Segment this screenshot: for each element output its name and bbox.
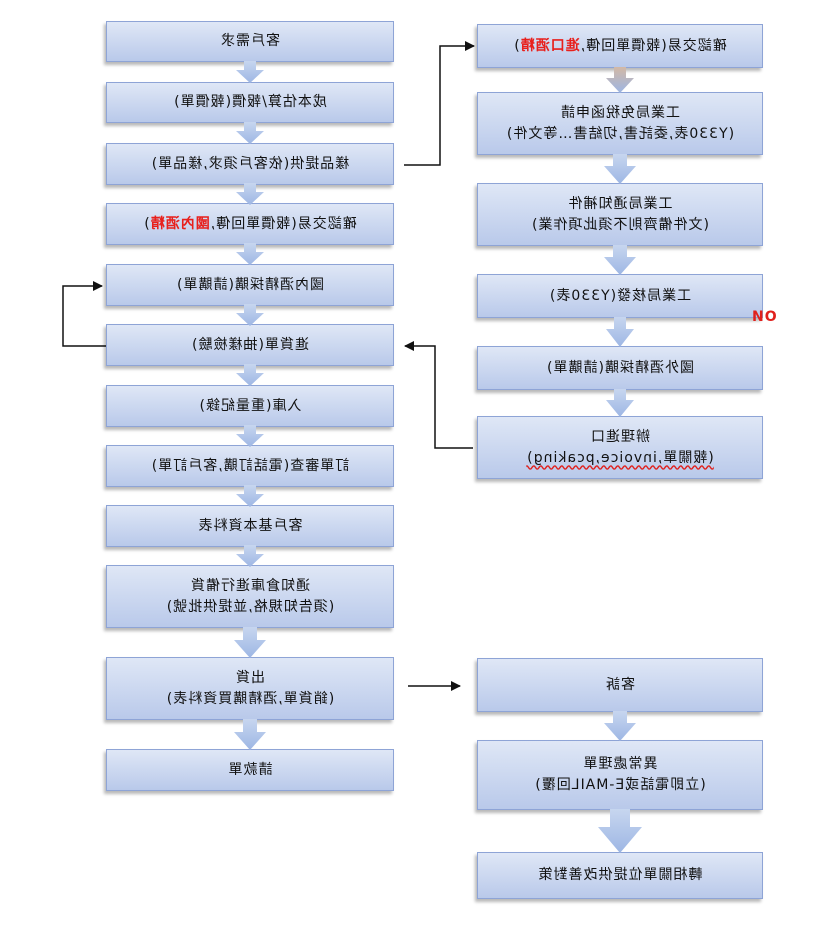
- down-arrow-icon: [606, 67, 634, 93]
- connector-no-loop: [62, 281, 107, 347]
- down-arrow-icon: [604, 711, 636, 741]
- step-complaint: 客訴: [477, 658, 763, 712]
- step-text: 確認交易(報價單回傳,國內酒精): [143, 214, 356, 235]
- step-text: 國外酒精採購(請購單): [546, 359, 694, 376]
- down-arrow-icon: [598, 809, 642, 853]
- down-arrow-icon: [236, 545, 264, 567]
- connector-import-to-inspection: [404, 341, 473, 449]
- step-tax-exemption: 工業局免稅函申請 (Y330表,委託書,切結書…等文件): [477, 92, 763, 155]
- step-text-line2: (立即電話或E-MAIL回覆): [534, 777, 706, 793]
- step-text-line1: 辦理進口: [590, 428, 650, 445]
- step-customer-demand: 客戶需求: [106, 21, 394, 62]
- step-text-suffix: ): [143, 215, 150, 232]
- step-text-highlight: 進口酒精: [519, 37, 580, 54]
- step-text: 請款單: [227, 761, 273, 778]
- step-text-prefix: 確認交易(報價單回傳,: [579, 37, 727, 54]
- step-text: 轉相關單位提供改善對策: [537, 867, 703, 883]
- step-text: 進貨單(抽樣檢驗): [191, 336, 309, 353]
- down-arrow-icon: [236, 304, 264, 326]
- down-arrow-icon: [604, 245, 636, 275]
- step-text: 入庫(重量紀錄): [198, 397, 302, 414]
- step-approval: 工業局核發(Y330表): [477, 274, 763, 318]
- step-order-review: 訂單審查(電話訂購,客戶訂單): [106, 445, 394, 487]
- step-text-line2: (報關單,invoice,pcaking): [526, 449, 714, 466]
- loop-no-label: NO: [752, 309, 778, 325]
- down-arrow-icon: [236, 183, 264, 205]
- step-request-payment: 請款單: [106, 749, 394, 791]
- step-text-prefix: 確認交易(報價單回傳,: [209, 215, 357, 232]
- connector-sample-to-import: [404, 41, 475, 166]
- down-arrow-icon: [234, 719, 266, 750]
- down-arrow-icon: [236, 425, 264, 447]
- step-text-highlight: 國內酒精: [149, 215, 210, 232]
- step-text: 客訴: [605, 676, 635, 693]
- down-arrow-icon: [236, 61, 264, 83]
- step-cost-estimate: 成本估算/報價(報價單): [106, 82, 394, 123]
- down-arrow-icon: [236, 485, 264, 507]
- step-exception-handling: 異常處理單 (立即電話或E-MAIL回覆): [477, 740, 763, 810]
- step-confirm-deal-import: 確認交易(報價單回傳,進口酒精): [477, 24, 763, 68]
- step-foreign-purchase: 國外酒精採購(請購單): [477, 346, 763, 390]
- step-text-line2: (須告知規格,並提供批號): [165, 598, 335, 615]
- step-warehouse-in: 入庫(重量紀錄): [106, 385, 394, 427]
- step-supplement-notice: 工業局通知補件 (文件備齊則不須此項作業): [477, 183, 763, 246]
- step-text-line1: 出貨: [235, 669, 265, 686]
- step-text-line1: 異常處理單: [582, 756, 658, 772]
- down-arrow-icon: [606, 389, 634, 417]
- step-improvement: 轉相關單位提供改善對策: [477, 852, 763, 899]
- step-shipment: 出貨 (銷貨單,酒精購買資料表): [106, 657, 394, 720]
- step-text: 國內酒精採購(請購單): [176, 276, 324, 293]
- step-customer-profile: 客戶基本資料表: [106, 505, 394, 547]
- down-arrow-icon: [604, 154, 636, 184]
- step-notify-warehouse: 通知倉庫進行備貨 (須告知規格,並提供批號): [106, 565, 394, 628]
- step-domestic-purchase: 國內酒精採購(請購單): [106, 264, 394, 306]
- step-text-suffix: ): [513, 37, 520, 54]
- step-text: 確認交易(報價單回傳,進口酒精): [513, 36, 726, 57]
- down-arrow-icon: [236, 122, 264, 144]
- step-sample-provision: 樣品提供(依客戶須求,樣品單): [106, 143, 394, 185]
- down-arrow-icon: [606, 317, 634, 347]
- down-arrow-icon: [236, 364, 264, 386]
- step-text-line2: (Y330表,委託書,切結書…等文件): [505, 125, 735, 142]
- step-text-line1: 工業局通知補件: [567, 195, 673, 212]
- step-text: 工業局核發(Y330表): [548, 287, 692, 304]
- down-arrow-icon: [234, 627, 266, 658]
- step-text-line1: 工業局免稅函申請: [560, 104, 680, 121]
- step-text-line1: 通知倉庫進行備貨: [190, 577, 310, 594]
- step-text: 樣品提供(依客戶須求,樣品單): [150, 155, 350, 172]
- step-text: 客戶需求: [220, 33, 280, 49]
- step-text: 客戶基本資料表: [197, 517, 303, 534]
- step-text: 訂單審查(電話訂購,客戶訂單): [150, 457, 350, 474]
- step-import-process: 辦理進口 (報關單,invoice,pcaking): [477, 416, 763, 479]
- down-arrow-icon: [236, 243, 264, 265]
- step-incoming-inspection: 進貨單(抽樣檢驗): [106, 324, 394, 366]
- step-text-line2: (文件備齊則不須此項作業): [531, 216, 709, 233]
- step-text: 成本估算/報價(報價單): [173, 94, 327, 110]
- step-confirm-deal-domestic: 確認交易(報價單回傳,國內酒精): [106, 203, 394, 245]
- step-text-line2: (銷貨單,酒精購買資料表): [165, 690, 335, 707]
